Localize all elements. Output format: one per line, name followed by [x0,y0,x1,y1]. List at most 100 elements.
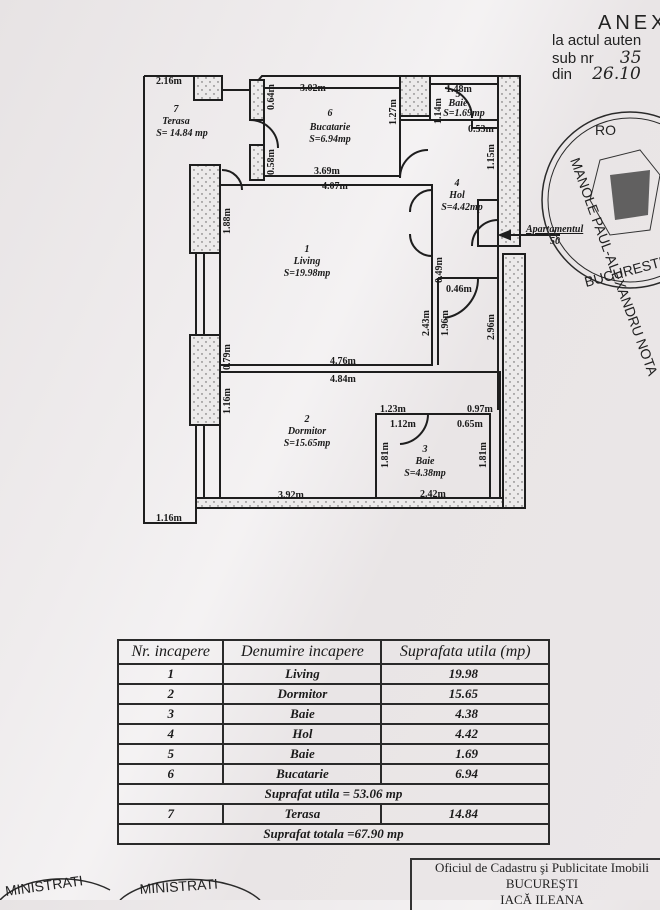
room-1-number: 1 [305,244,310,255]
cell-name: Living [222,663,383,685]
entrance-arrow-head [497,229,511,241]
room-hall [399,119,499,279]
window [195,424,221,499]
annex-number-label: sub nr [552,50,594,67]
dim-label: 0.65m [457,419,484,430]
cell-nr: 3 [116,703,225,725]
room-3-area: S=4.38mp [404,468,446,479]
room-1-name: Living [293,256,321,267]
dim-label: 1.12m [390,419,417,430]
header-area: Suprafata utila (mp) [380,639,550,665]
cell-area: 1.69 [380,743,550,765]
subtotal-row: Suprafat utila = 53.06 mp [117,783,550,805]
cell-area: 14.84 [380,803,550,825]
cell-area: 4.42 [380,723,550,745]
dim-label: 4.07m [322,181,349,192]
cell-name: Hol [222,723,383,745]
cell-nr: 1 [116,663,225,685]
bottom-stamps: MINISTRATI MINISTRATI [0,872,261,900]
dim-label: 2.96m [486,314,497,341]
cell-nr: 5 [116,743,225,765]
dim-label: 2.42m [420,489,447,500]
dim-label: 1.16m [156,513,183,524]
dim-label: 0.46m [446,284,473,295]
table-row: 3 Baie 4.38 [116,703,550,725]
cell-name: Dormitor [222,683,383,705]
dim-label: 2.16m [156,76,183,87]
annex-title: ANEX [598,12,660,34]
room-7-number: 7 [174,104,180,115]
office-signer: IACĂ ILEANA [500,892,584,907]
cadastre-office-stamp: Oficiul de Cadastru şi Publicitate Imobi… [410,858,660,910]
door-swing [471,219,499,247]
cell-name: Baie [222,703,383,725]
cell-name: Bucatarie [222,763,383,785]
room-6-area: S=6.94mp [309,134,351,145]
door-swing [444,277,480,319]
cell-area: 19.98 [380,663,550,685]
cell-name: Baie [222,743,383,765]
wall-hatch [193,75,223,101]
header-nr: Nr. incapere [116,639,225,665]
annex-date-label: din [552,66,573,83]
stamp-arc-right [119,878,261,900]
room-2-name: Dormitor [287,426,326,437]
cell-nr: 7 [116,803,225,825]
dim-label: 3.02m [300,83,327,94]
stamp-top-text: RO [595,122,616,138]
office-name: Oficiul de Cadastru şi Publicitate Imobi… [434,860,650,875]
dim-label: 4.84m [330,374,357,385]
dim-label: 1.88m [222,208,233,235]
dim-label: 1.81m [478,442,489,469]
dim-label: 1.48m [446,84,473,95]
door-swing [399,149,429,179]
office-city: BUCUREŞTI [505,876,579,891]
floor-plan: 7 Terasa S= 14.84 mp 6 Bucatarie S=6.94m… [143,75,660,524]
room-3-number: 3 [422,444,428,455]
room-4-area: S=4.42mp [441,202,483,213]
dim-label: 0.49m [434,257,445,284]
cell-nr: 6 [116,763,225,785]
dim-label: 3.69m [314,166,341,177]
header-name: Denumire incapere [222,639,383,665]
table-header-row: Nr. incapere Denumire incapere Suprafata… [116,639,550,665]
wall-hatch [189,334,221,426]
room-4-number: 4 [454,178,460,189]
room-7-area: S= 14.84 mp [156,128,208,139]
cell-area: 6.94 [380,763,550,785]
stamp-right-text: MINISTRATI [139,876,218,897]
coat-of-arms-icon [589,149,660,236]
cell-area: 15.65 [380,683,550,705]
table-row: 1 Living 19.98 [116,663,550,685]
door-swing [249,119,279,149]
annex-line-3: din 26.10 [552,64,641,84]
room-living [219,184,433,366]
entrance-number: 50 [550,236,560,247]
cell-nr: 4 [116,723,225,745]
annex-number-value: 35 [619,48,642,68]
dim-label: 1.96m [440,310,451,337]
door-swing [399,413,430,445]
dim-label: 0.58m [266,149,277,176]
room-6-number: 6 [328,108,333,119]
wall-hatch [399,75,431,117]
annex-date-value: 26.10 [592,64,641,84]
stamp-left-text: MINISTRATI [4,872,84,899]
dim-label: 4.76m [330,356,357,367]
dim-label: 3.92m [278,490,305,501]
entrance-label: Apartamentul [525,224,583,235]
table-row: 7 Terasa 14.84 [116,803,550,825]
wall-hatch [189,164,221,254]
room-3-name: Baie [415,456,435,467]
table-row: 6 Bucatarie 6.94 [116,763,550,785]
room-6-name: Bucatarie [309,122,351,133]
table-row: 5 Baie 1.69 [116,743,550,765]
room-7-name: Terasa [162,116,189,127]
room-5-name: Baie [448,98,468,109]
annex-line-1: la actul auten [552,32,642,49]
room-1-area: S=19.98mp [284,268,331,279]
dim-label: 0.79m [222,344,233,371]
wall-hatch [195,497,504,509]
table-row: 4 Hol 4.42 [116,723,550,745]
cell-area: 4.38 [380,703,550,725]
